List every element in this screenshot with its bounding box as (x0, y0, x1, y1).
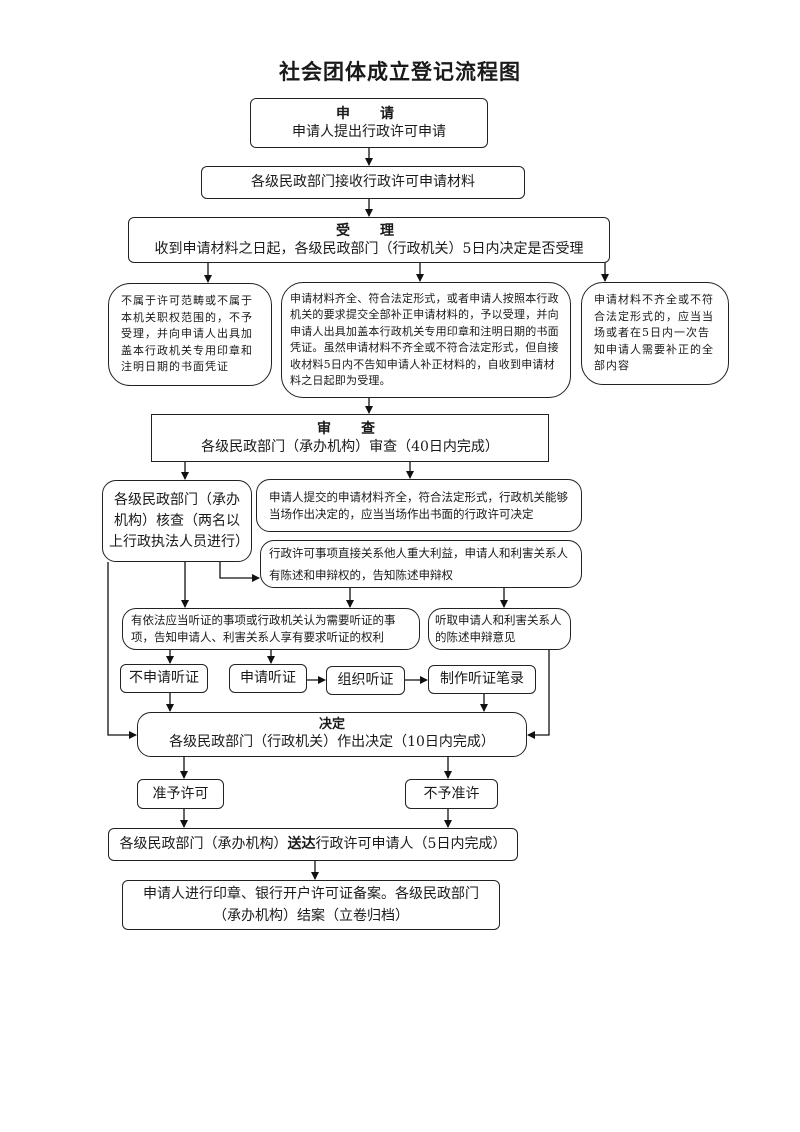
step-decision: 决定 各级民政部门（行政机关）作出决定（10日内完成） (137, 712, 527, 757)
step-deliver: 各级民政部门（承办机构）送达行政许可申请人（5日内完成） (108, 828, 518, 861)
step-hear-statement: 听取申请人和利害关系人的陈述申辩意见 (428, 608, 571, 650)
step-hearing-notice: 有依法应当听证的事项或行政机关认为需要听证的事项，告知申请人、利害关系人享有要求… (122, 608, 420, 650)
step-no-hearing: 不申请听证 (120, 664, 208, 693)
step-notify-statement-text: 行政许可事项直接关系他人重大利益，申请人和利害关系人有陈述和申辩权的，告知陈述申… (269, 546, 568, 582)
step-review-text: 各级民政部门（承办机构）审查（40日内完成） (201, 438, 499, 455)
step-review: 审 查 各级民政部门（承办机构）审查（40日内完成） (151, 414, 549, 462)
step-hearing-record: 制作听证笔录 (428, 665, 536, 694)
step-deliver-text: 各级民政部门（承办机构）送达行政许可申请人（5日内完成） (109, 835, 517, 854)
step-receive-text: 各级民政部门接收行政许可申请材料 (251, 174, 475, 190)
step-grant-text: 准予许可 (152, 785, 209, 802)
step-review-heading: 审 查 (317, 420, 383, 437)
step-close-text: 申请人进行印章、银行开户许可证备案。各级民政部门（承办机构）结案（立卷归档） (143, 886, 479, 924)
arrow-hear-statement-to-decision (527, 650, 550, 739)
step-close: 申请人进行印章、银行开户许可证备案。各级民政部门（承办机构）结案（立卷归档） (122, 880, 500, 930)
arrow-verify-to-decision (107, 562, 137, 739)
step-hear-statement-text: 听取申请人和利害关系人的陈述申辩意见 (435, 613, 562, 644)
step-no-hearing-text: 不申请听证 (129, 670, 199, 686)
step-onsite-decision: 申请人提交的申请材料齐全，符合法定形式，行政机关能够当场作出决定的，应当当场作出… (256, 479, 582, 532)
step-accept: 受 理 收到申请材料之日起，各级民政部门（行政机关）5日内决定是否受理 (128, 217, 610, 263)
step-organize-hearing-text: 组织听证 (337, 672, 394, 688)
step-accept-heading: 受 理 (336, 222, 402, 239)
step-verify-text: 各级民政部门（承办机构）核查（两名以上行政执法人员进行） (109, 491, 249, 550)
step-decision-heading: 决定 (318, 717, 345, 732)
step-receive: 各级民政部门接收行政许可申请材料 (201, 166, 525, 199)
step-apply-text: 申请人提出行政许可申请 (292, 123, 446, 140)
step-accept-complete-text: 申请材料齐全、符合法定形式，或者申请人按照本行政机关的要求提交全部补正申请材料的… (290, 291, 559, 388)
step-incomplete: 申请材料不齐全或不符合法定形式的，应当当场或者在5日内一次告知申请人需要补正的全… (581, 282, 729, 385)
step-incomplete-text: 申请材料不齐全或不符合法定形式的，应当当场或者在5日内一次告知申请人需要补正的全… (594, 293, 714, 373)
step-deliver-text-pre: 各级民政部门（承办机构） (119, 836, 288, 852)
step-request-hearing-text: 申请听证 (240, 670, 296, 686)
step-decision-text: 各级民政部门（行政机关）作出决定（10日内完成） (169, 734, 495, 750)
step-accept-text: 收到申请材料之日起，各级民政部门（行政机关）5日内决定是否受理 (154, 240, 584, 257)
step-verify: 各级民政部门（承办机构）核查（两名以上行政执法人员进行） (102, 480, 252, 562)
step-deliver-text-bold: 送达 (287, 836, 316, 852)
step-hearing-notice-text: 有依法应当听证的事项或行政机关认为需要听证的事项，告知申请人、利害关系人享有要求… (131, 613, 396, 644)
step-deliver-text-post: 行政许可申请人（5日内完成） (315, 836, 507, 852)
step-organize-hearing: 组织听证 (326, 666, 405, 695)
step-request-hearing: 申请听证 (229, 664, 307, 693)
step-accept-complete: 申请材料齐全、符合法定形式，或者申请人按照本行政机关的要求提交全部补正申请材料的… (281, 282, 571, 398)
page-title: 社会团体成立登记流程图 (279, 59, 521, 84)
step-grant: 准予许可 (137, 779, 224, 809)
step-onsite-decision-text: 申请人提交的申请材料齐全，符合法定形式，行政机关能够当场作出决定的，应当当场作出… (269, 489, 568, 521)
step-deny: 不予准许 (405, 779, 498, 809)
step-apply-heading: 申 请 (336, 105, 402, 122)
step-deny-text: 不予准许 (423, 785, 480, 802)
step-reject-scope-text: 不属于许可范畴或不属于本机关职权范围的，不予受理，并向申请人出具加盖本行政机关专… (121, 294, 253, 374)
step-apply: 申 请 申请人提出行政许可申请 (250, 98, 488, 148)
step-notify-statement: 行政许可事项直接关系他人重大利益，申请人和利害关系人有陈述和申辩权的，告知陈述申… (260, 540, 582, 588)
step-reject-scope: 不属于许可范畴或不属于本机关职权范围的，不予受理，并向申请人出具加盖本行政机关专… (108, 283, 272, 386)
step-hearing-record-text: 制作听证笔录 (440, 671, 524, 687)
arrow-verify-to-notify (219, 562, 260, 582)
